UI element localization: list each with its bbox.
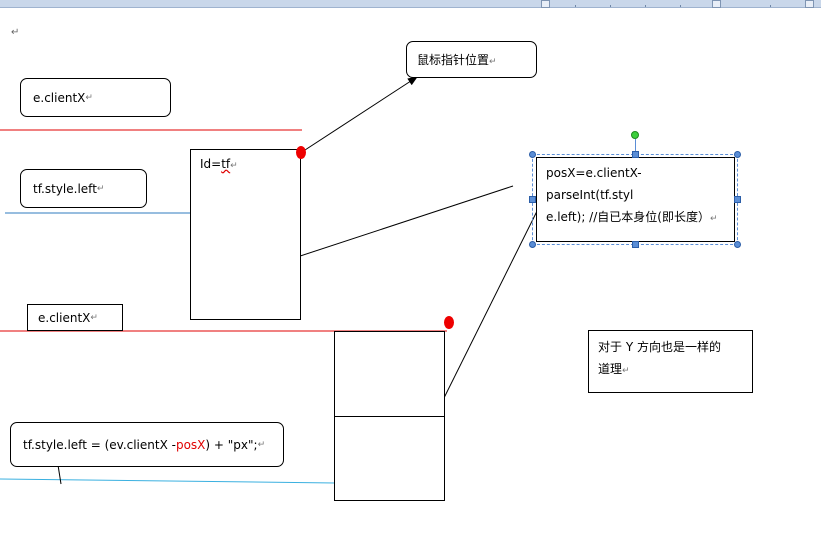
horizontal-ruler[interactable] [0,0,821,8]
paragraph-mark: ↵ [11,27,20,38]
mouse-pointer-dot [444,316,454,329]
element-rect-bottom[interactable] [334,331,445,501]
mouse-pointer-arrow [304,76,418,151]
paragraph-mark: ↵ [257,439,266,450]
clientx-top-box[interactable]: e.clientX↵ [20,78,171,117]
element-id-value: tf [221,157,231,171]
paragraph-mark: ↵ [90,312,98,323]
resize-handle-w[interactable] [529,196,536,203]
divider [335,416,444,417]
paragraph-mark: ↵ [709,214,718,224]
posx-callout[interactable]: posX=e.clientX-parseInt(tf.styl e.left);… [536,157,735,242]
resize-handle-e[interactable] [734,196,741,203]
ruler-right-indent-marker[interactable] [805,0,814,8]
posx-line-2: e.left); //自已本身位(即长度）↵ [546,206,725,230]
posx-arrow [436,180,553,413]
resize-handle-n[interactable] [632,151,639,158]
ruler-tick [610,5,611,7]
element-rect-top[interactable]: Id=tf↵ [190,149,301,320]
clientx-mid-box[interactable]: e.clientX↵ [27,304,123,331]
mouse-position-label: 鼠标指针位置 [417,53,490,67]
ruler-tick [645,5,646,7]
rotate-handle-stem [635,139,636,154]
ruler-tick [770,5,771,7]
mouse-pointer-dot [296,146,306,159]
clientx-mid-label: e.clientX [38,310,91,325]
clientx-top-label: e.clientX [33,90,86,105]
y-note-line-2-text: 道理 [598,362,623,376]
formula-suffix: ) + "px"; [205,437,258,452]
resize-handle-nw[interactable] [529,151,536,158]
resize-handle-sw[interactable] [529,241,536,248]
posx-line-2-text: e.left); //自已本身位(即长度） [546,210,710,224]
posx-line-1: posX=e.clientX-parseInt(tf.styl [546,166,642,202]
style-left-label: tf.style.left [33,181,97,196]
posx-connector [284,185,514,262]
y-note-line-1: 对于 Y 方向也是一样的 [598,340,721,354]
ruler-tab-marker[interactable] [712,0,721,8]
paragraph-mark: ↵ [96,183,105,194]
element-id-prefix: Id= [200,157,222,171]
paragraph-mark: ↵ [230,161,238,171]
formula-prefix: tf.style.left = (ev.clientX - [23,437,176,452]
resize-handle-s[interactable] [632,241,639,248]
paragraph-mark: ↵ [489,57,497,67]
formula-box[interactable]: tf.style.left = (ev.clientX - posX) + "p… [10,422,284,467]
y-note-line-2: 道理↵ [598,358,743,382]
rotate-handle[interactable] [631,131,639,139]
paragraph-mark: ↵ [85,92,93,103]
ruler-indent-marker[interactable] [541,0,550,8]
style-left-box[interactable]: tf.style.left↵ [20,169,147,208]
element-id-label: Id=tf↵ [200,157,238,171]
cyan-line [0,478,336,484]
ruler-tick [575,5,576,7]
mouse-position-callout[interactable]: 鼠标指针位置↵ [406,41,537,78]
ruler-tick [680,5,681,7]
formula-posx: posX [175,437,206,452]
y-direction-note[interactable]: 对于 Y 方向也是一样的 道理↵ [588,330,753,393]
paragraph-mark: ↵ [622,366,630,376]
resize-handle-ne[interactable] [734,151,741,158]
resize-handle-se[interactable] [734,241,741,248]
